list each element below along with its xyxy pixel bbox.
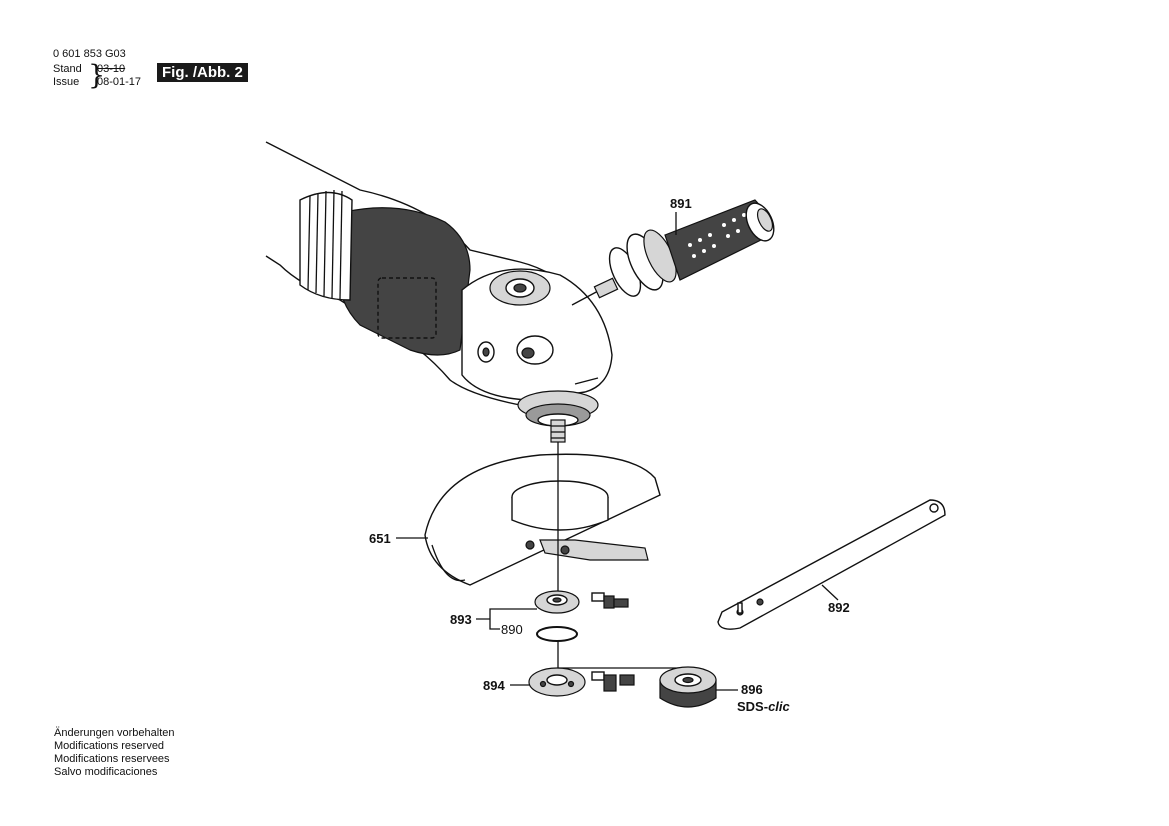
callout-890: 890: [501, 622, 523, 637]
mounting-flange-893: [534, 590, 629, 614]
issue-date: 08-01-17: [97, 76, 142, 88]
wheel-guard-651: [424, 453, 661, 586]
footer-line-es: Salvo modificaciones: [54, 766, 158, 778]
callout-893: 893: [450, 612, 472, 627]
callout-651: 651: [369, 531, 391, 546]
sds-suffix: clic: [768, 699, 790, 714]
callout-891: 891: [670, 196, 692, 211]
footer-line-en: Modifications reserved: [54, 740, 165, 752]
figure-badge: Fig. /Abb. 2: [157, 63, 248, 82]
leader-893-890: [476, 608, 537, 630]
o-ring-890: [536, 626, 578, 642]
sds-clic-label: SDS-clic: [737, 699, 791, 714]
issue-label: Issue: [53, 76, 80, 88]
callout-896: 896: [741, 682, 763, 697]
grinder-body: [265, 141, 613, 443]
stand-label: Stand: [53, 63, 82, 75]
footer-line-fr: Modifications reservees: [54, 753, 170, 765]
leader-892: [821, 584, 839, 601]
clamping-nut-894: [528, 667, 635, 697]
part-number: 0 601 853 G03: [53, 48, 126, 60]
callout-892: 892: [828, 600, 850, 615]
callout-894: 894: [483, 678, 505, 693]
stand-date-struck: 03-10: [97, 63, 126, 75]
sds-prefix: SDS-: [737, 699, 768, 714]
side-handle-891: [571, 199, 775, 306]
pin-spanner-892: [717, 499, 946, 630]
footer-line-de: Änderungen vorbehalten: [54, 727, 175, 739]
brace-glyph: }: [88, 60, 106, 91]
quick-clamping-nut-896: [659, 666, 717, 708]
footer-notice: Änderungen vorbehalten Modifications res…: [54, 727, 174, 779]
